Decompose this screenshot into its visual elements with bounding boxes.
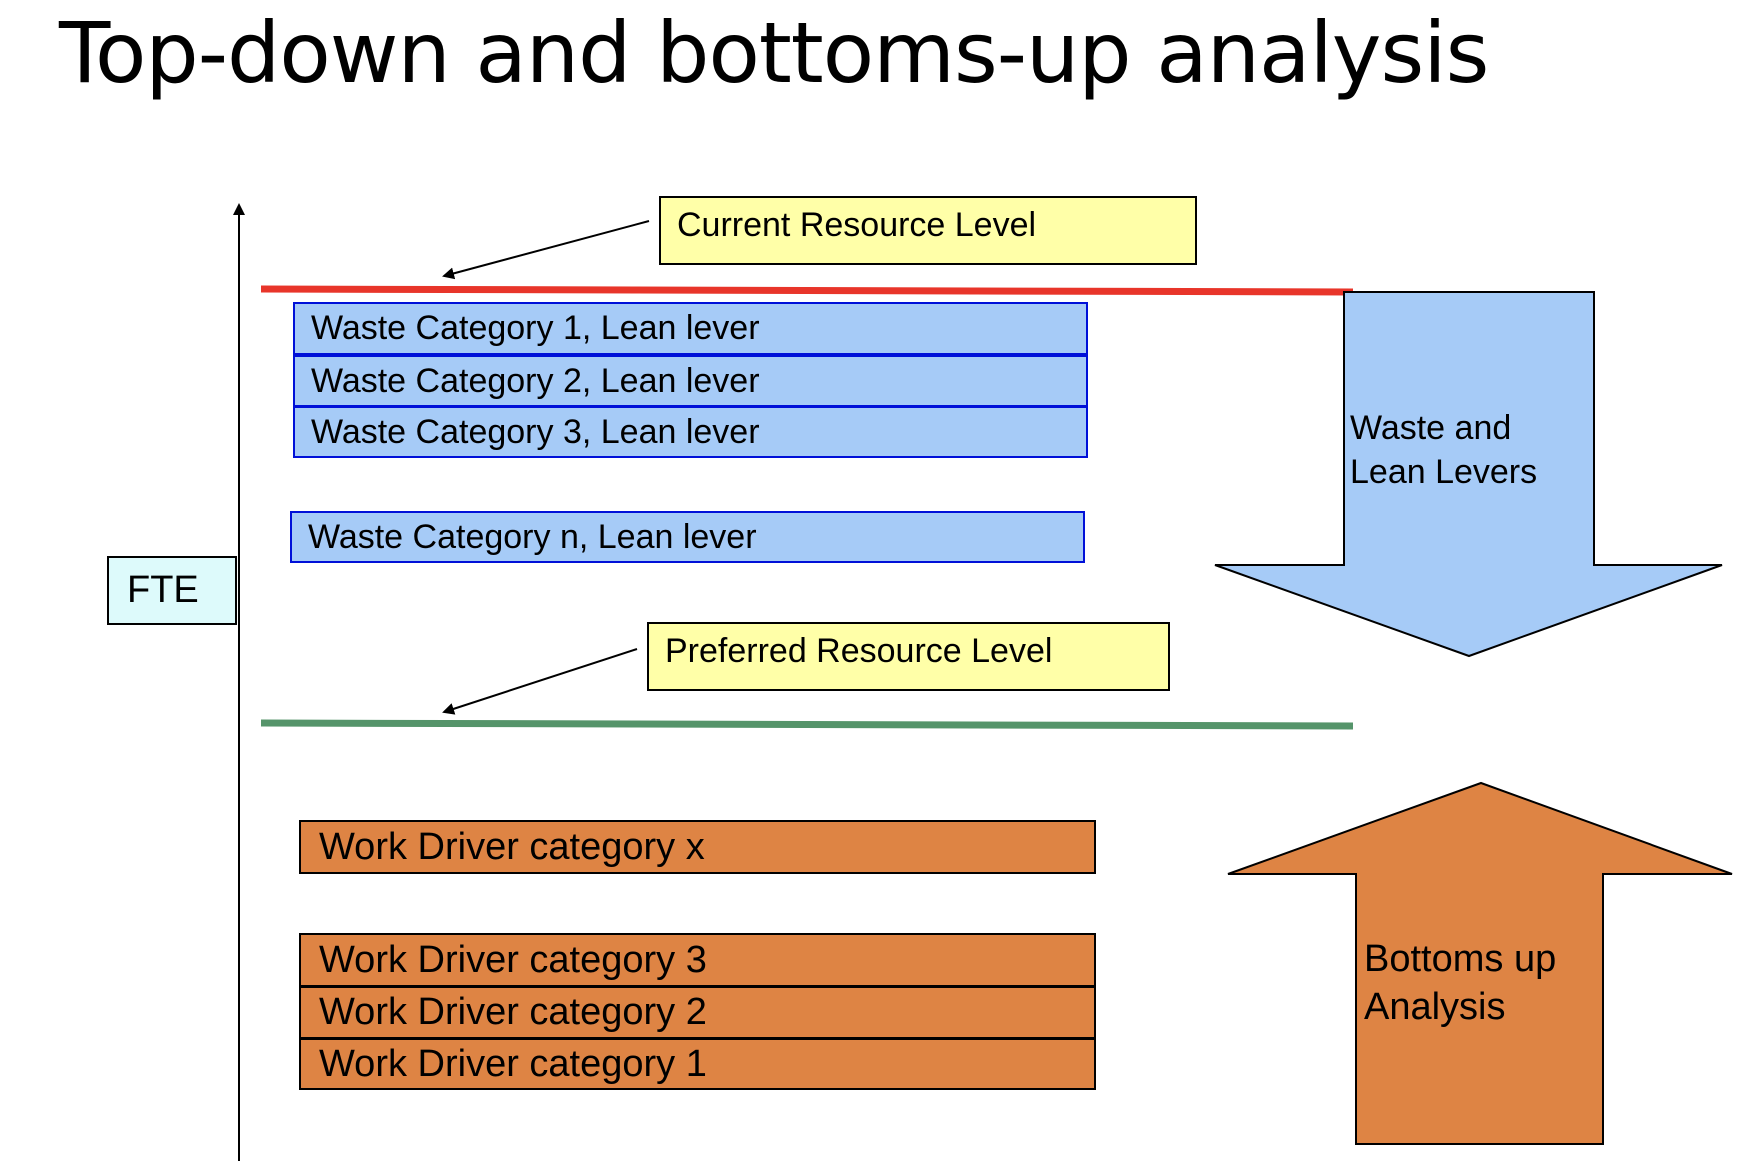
work-driver-category-2-bar: Work Driver category 2 xyxy=(299,986,1096,1039)
waste-category-1-bar: Waste Category 1, Lean lever xyxy=(293,302,1088,355)
work-driver-category-3-bar: Work Driver category 3 xyxy=(299,933,1096,987)
waste-down-arrow xyxy=(1214,291,1723,658)
waste-arrow-label-line2: Lean Levers xyxy=(1350,453,1538,491)
waste-arrow-label-line1: Waste and xyxy=(1350,409,1512,447)
page-title: Top-down and bottoms-up analysis xyxy=(59,4,1489,102)
bottoms-up-arrow-label-line1: Bottoms up xyxy=(1364,938,1557,980)
preferred-resource-level-line xyxy=(260,719,1354,730)
waste-arrow-label: Waste and Lean Levers xyxy=(1350,406,1537,494)
current-resource-level-line xyxy=(260,285,1354,296)
waste-category-2-bar: Waste Category 2, Lean lever xyxy=(293,355,1088,407)
preferred-callout-pointer xyxy=(442,648,638,715)
work-driver-category-x-bar: Work Driver category x xyxy=(299,820,1096,874)
current-callout-pointer xyxy=(442,220,650,280)
bottoms-up-arrow-label-line2: Analysis xyxy=(1364,986,1506,1028)
bottoms-up-arrow-label: Bottoms up Analysis xyxy=(1364,935,1556,1031)
waste-category-3-bar: Waste Category 3, Lean lever xyxy=(293,406,1088,458)
preferred-resource-level-callout: Preferred Resource Level xyxy=(647,622,1170,691)
waste-category-n-bar: Waste Category n, Lean lever xyxy=(290,511,1085,563)
current-resource-level-callout: Current Resource Level xyxy=(659,196,1197,265)
work-driver-category-1-bar: Work Driver category 1 xyxy=(299,1038,1096,1090)
fte-axis-label: FTE xyxy=(107,556,237,625)
bottoms-up-arrow xyxy=(1227,781,1733,1145)
